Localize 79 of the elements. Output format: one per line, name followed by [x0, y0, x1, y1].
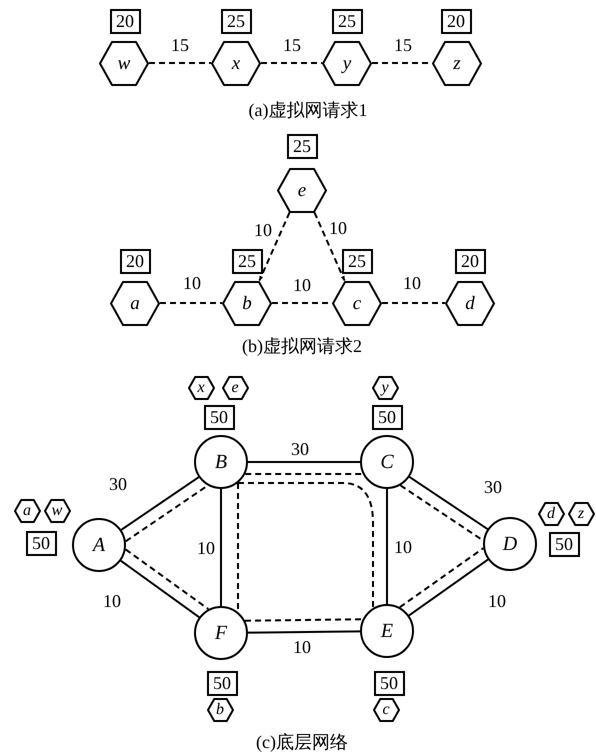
capacity-box: 25 [286, 134, 318, 158]
arrow [258, 212, 290, 281]
edge-label: 15 [393, 36, 413, 54]
dashed-link [125, 548, 209, 610]
dashed-link [149, 62, 211, 64]
hexagon-node: e [277, 168, 327, 212]
capacity-box: 50 [26, 530, 56, 556]
hexagon-node: x [211, 40, 261, 86]
circle-node: C [360, 435, 414, 489]
small-hexagon: c [372, 698, 400, 722]
edge-label: 30 [108, 475, 128, 493]
link [248, 630, 360, 634]
capacity-box: 25 [220, 8, 252, 34]
circle-node: A [72, 518, 126, 572]
capacity-box: 50 [204, 404, 234, 430]
link [248, 461, 360, 463]
hexagon-node: a [110, 280, 160, 326]
circle-node: E [360, 604, 414, 658]
arrow [314, 212, 346, 281]
hexagon-node: b [222, 280, 272, 326]
capacity-box: 25 [232, 248, 262, 274]
hexagon-node: d [445, 280, 495, 326]
edge-label: 10 [102, 592, 122, 610]
edge-label: 15 [170, 36, 190, 54]
caption: (b)虚拟网请求2 [241, 337, 363, 355]
edge-label: 10 [292, 638, 312, 656]
capacity-box: 50 [372, 404, 402, 430]
capacity-box: 50 [206, 670, 238, 696]
edge-label: 10 [253, 221, 273, 239]
small-hexagon: z [568, 502, 594, 526]
hexagon-node: y [322, 40, 372, 86]
capacity-box: 25 [342, 248, 372, 274]
edge-label: 10 [393, 538, 413, 556]
capacity-box: 20 [454, 248, 486, 274]
link [386, 489, 388, 604]
capacity-box: 20 [110, 8, 140, 34]
dashed-link [399, 547, 484, 608]
edge-label: 15 [282, 36, 302, 54]
dashed-link [261, 62, 322, 64]
capacity-box: 25 [332, 8, 362, 34]
small-hexagon: w [44, 499, 70, 523]
circle-node: D [483, 517, 537, 571]
capacity-box: 50 [548, 532, 580, 556]
edge-label: 10 [402, 274, 422, 292]
small-hexagon: d [538, 502, 564, 526]
dashed-link [238, 482, 374, 608]
dashed-link [125, 484, 208, 542]
caption: (a)虚拟网请求1 [248, 101, 368, 119]
link [408, 558, 489, 616]
hexagon-node: z [432, 40, 482, 86]
link [220, 489, 222, 606]
dashed-link [382, 302, 445, 304]
small-hexagon: a [14, 499, 40, 523]
small-hexagon: b [206, 698, 234, 722]
small-hexagon: e [222, 376, 248, 400]
edge-label: 10 [487, 592, 507, 610]
dashed-link [400, 484, 484, 542]
edge-label: 10 [328, 219, 348, 237]
hexagon-node: w [99, 40, 149, 86]
dashed-link [160, 302, 222, 304]
caption: (c)底层网络 [255, 733, 349, 751]
dashed-link [245, 473, 363, 475]
small-hexagon: y [372, 376, 398, 400]
edge-label: 10 [292, 276, 312, 294]
edge-label: 30 [290, 440, 310, 458]
link [120, 476, 200, 531]
circle-node: F [194, 606, 248, 660]
hexagon-node: c [332, 280, 382, 326]
circle-node: B [194, 435, 248, 489]
edge-label: 10 [196, 539, 216, 557]
edge-label: 10 [182, 274, 202, 292]
capacity-box: 20 [120, 248, 150, 274]
link [408, 476, 488, 530]
capacity-box: 20 [440, 8, 472, 34]
edge-label: 30 [483, 478, 503, 496]
capacity-box: 50 [374, 670, 404, 696]
dashed-link [245, 618, 363, 622]
small-hexagon: x [188, 376, 214, 400]
link [120, 560, 200, 618]
